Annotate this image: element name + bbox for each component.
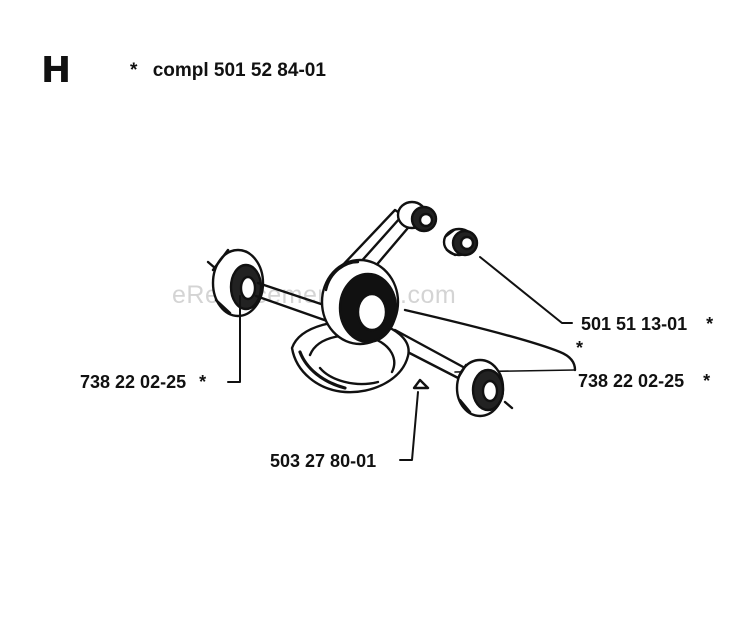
right-bearing: [455, 358, 514, 418]
part-number: 738 22 02-25: [80, 372, 187, 392]
part-number: 738 22 02-25: [578, 371, 685, 391]
callout-bearing-left: 738 22 02-25 *: [80, 372, 206, 393]
callout-bearing-right: 738 22 02-25 *: [578, 371, 710, 392]
part-number: 503 27 80-01: [270, 451, 377, 471]
left-bearing: [206, 248, 265, 318]
crank-pin: [320, 258, 400, 346]
callout-key: 503 27 80-01: [270, 451, 376, 472]
woodruff-key: [412, 378, 430, 390]
part-marker: *: [703, 371, 711, 391]
callout-needle-bearing: 501 51 13-01 *: [581, 314, 713, 335]
extra-marker: *: [576, 338, 584, 358]
part-marker: *: [199, 372, 207, 392]
small-end: [396, 200, 438, 233]
needle-bearing: [442, 227, 479, 257]
part-marker: *: [706, 314, 714, 334]
leader-lines: [227, 256, 573, 461]
assembly-asterisk: *: [130, 60, 138, 81]
part-number: 501 51 13-01: [581, 314, 688, 334]
assembly-text: compl 501 52 84-01: [152, 60, 326, 81]
section-letter: H: [41, 50, 72, 91]
assembly-label: * compl 501 52 84-01: [130, 60, 326, 82]
